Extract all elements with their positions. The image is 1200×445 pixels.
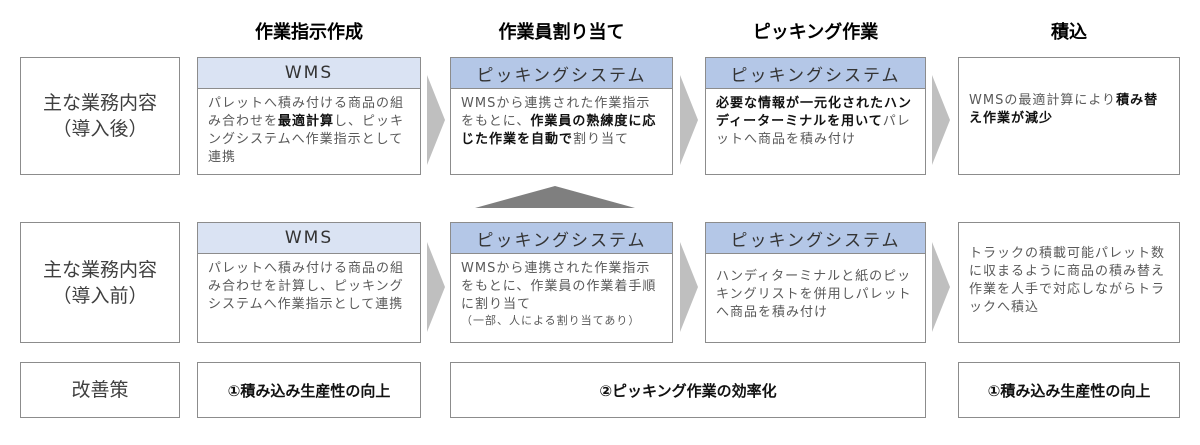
box-text: トラックの積載可能パレット数に収まるように商品の積み替え作業を人手で対応しながら… bbox=[959, 223, 1179, 317]
up-triangle-icon bbox=[475, 186, 635, 208]
before-picking-box: ピッキングシステムハンディターミナルと紙のピッキングリストを併用しパレットへ商品… bbox=[705, 222, 926, 343]
box-text: WMSの最適計算により積み替え作業が減少 bbox=[959, 58, 1179, 128]
arrow-right-icon bbox=[932, 75, 950, 165]
box-text: ハンディターミナルと紙のピッキングリストを併用しパレットへ商品を積み付け bbox=[706, 254, 925, 322]
row-label-after: 主な業務内容 （導入後） bbox=[20, 57, 180, 175]
text-segment: パレットへ積み付ける商品の組み合わせを bbox=[208, 96, 405, 129]
row-label-improve: 改善策 bbox=[20, 362, 180, 418]
box-text: WMSから連携された作業指示をもとに、作業員の熟練度に応じた作業を自動で割り当て bbox=[451, 89, 672, 149]
text-segment: WMSから連携された作業指示をもとに、 bbox=[461, 96, 651, 129]
box-title: ピッキングシステム bbox=[451, 223, 672, 254]
before-wms-box: WMS パレットへ積み付ける商品の組み合わせを計算し、ピッキングシステムへ作業指示… bbox=[197, 222, 421, 343]
improvement-loading-2: ①積み込み生産性の向上 bbox=[958, 362, 1180, 418]
after-picking-box: ピッキングシステム必要な情報が一元化されたハンディーターミナルを用いてパレットへ… bbox=[705, 57, 926, 175]
arrow-right-icon bbox=[427, 75, 445, 165]
before-loading-box: トラックの積載可能パレット数に収まるように商品の積み替え作業を人手で対応しながら… bbox=[958, 222, 1180, 343]
label-line: 主な業務内容 bbox=[42, 258, 157, 281]
box-title: WMS bbox=[198, 223, 420, 254]
box-title: ピッキングシステム bbox=[451, 58, 672, 89]
after-loading-box: WMSの最適計算により積み替え作業が減少 bbox=[958, 57, 1180, 175]
text-segment: 割り当て bbox=[573, 132, 630, 147]
emphasis-text: 最適計算 bbox=[278, 114, 335, 129]
box-text: パレットへ積み付ける商品の組み合わせを計算し、ピッキングシステムへ作業指示として… bbox=[198, 254, 420, 314]
text-segment: WMSの最適計算により bbox=[969, 93, 1117, 108]
box-text: パレットへ積み付ける商品の組み合わせを最適計算し、ピッキングシステムへ作業指示と… bbox=[198, 89, 420, 167]
box-text: 必要な情報が一元化されたハンディーターミナルを用いてパレットへ商品を積み付け bbox=[706, 89, 925, 149]
header-picking: ピッキング作業 bbox=[752, 22, 879, 43]
text-segment: パレットへ積み付ける商品の組み合わせを計算し、ピッキングシステムへ作業指示として… bbox=[208, 261, 405, 312]
emphasis-text: 必要な情報が一元化されたハンディーターミナルを用いて bbox=[716, 96, 913, 129]
header-loading: 積込 bbox=[1051, 22, 1087, 43]
row-label-before: 主な業務内容 （導入前） bbox=[20, 222, 180, 343]
box-text: WMSから連携された作業指示をもとに、作業員の作業着手順に割り当て （一部、人によ… bbox=[451, 254, 672, 328]
box-note: （一部、人による割り当てあり） bbox=[461, 314, 641, 327]
emphasis-text: 作業員の熟練度に応じた作業を自動で bbox=[461, 114, 657, 147]
improvement-loading: ①積み込み生産性の向上 bbox=[197, 362, 421, 418]
box-title: WMS bbox=[198, 58, 420, 89]
arrow-right-icon bbox=[680, 242, 698, 332]
label-line: （導入前） bbox=[52, 284, 148, 307]
arrow-right-icon bbox=[680, 75, 698, 165]
text-segment: パレットへ商品を積み付け bbox=[716, 114, 911, 147]
label-line: （導入後） bbox=[52, 118, 148, 140]
emphasis-text: 積み替え作業が減少 bbox=[969, 93, 1159, 126]
text-segment: トラックの積載可能パレット数に収まるように商品の積み替え作業を人手で対応しながら… bbox=[969, 246, 1166, 315]
label-line: 主な業務内容 bbox=[42, 92, 157, 114]
header-assignment: 作業員割り当て bbox=[498, 22, 625, 43]
arrow-right-icon bbox=[427, 242, 445, 332]
arrow-right-icon bbox=[932, 242, 950, 332]
text-segment: ハンディターミナルと紙のピッキングリストを併用しパレットへ商品を積み付け bbox=[716, 269, 912, 320]
improvement-picking: ②ピッキング作業の効率化 bbox=[450, 362, 926, 418]
box-title: ピッキングシステム bbox=[706, 223, 925, 254]
text-segment: WMSから連携された作業指示をもとに、作業員の作業着手順に割り当て bbox=[461, 261, 657, 312]
header-instruction: 作業指示作成 bbox=[255, 22, 363, 43]
box-text-main: WMSから連携された作業指示をもとに、作業員の作業着手順に割り当て bbox=[461, 261, 656, 312]
box-title: ピッキングシステム bbox=[706, 58, 925, 89]
text-segment: し、ピッキングシステムへ作業指示として連携 bbox=[208, 114, 405, 165]
